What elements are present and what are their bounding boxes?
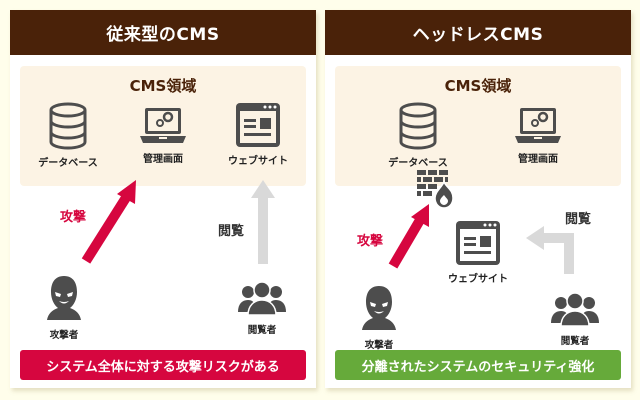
attacker: 攻撃者 [34,275,94,341]
risk-banner: システム全体に対する攻撃リスクがある [20,350,306,380]
admin-node: 管理画面 [118,106,208,165]
database-icon [49,102,87,150]
database-label: データベース [388,158,448,169]
cms-area-title: CMS領域 [444,77,512,95]
website-icon [236,103,280,147]
viewers-icon [238,282,286,316]
viewer: 閲覧者 [232,282,292,336]
viewer-label: 閲覧者 [247,325,277,336]
admin-label: 管理画面 [143,154,183,165]
viewer: 閲覧者 [545,293,605,347]
website-icon [456,221,500,265]
view-arrow [251,180,275,264]
attack-arrow [388,204,429,269]
database-icon [399,102,437,150]
database-node: データベース [23,102,113,169]
panel-title: ヘッドレスCMS [325,10,631,55]
website-node: ウェブサイト [213,102,303,167]
attack-label: 攻撃 [60,210,87,225]
database-label: データベース [38,158,98,169]
website-label: ウェブサイト [228,156,288,167]
attacker-icon [47,276,81,320]
security-banner: 分離されたシステムのセキュリティ強化 [335,350,621,380]
attack-arrow [81,180,136,264]
cms-area: CMS領域 データベース 管理画面 [20,66,306,186]
database-node: データベース [373,102,463,169]
attack-label: 攻撃 [357,234,384,249]
admin-laptop-icon [515,108,561,143]
attacker-label: 攻撃者 [364,340,394,351]
admin-laptop-icon [140,108,186,143]
website-label: ウェブサイト [448,274,508,285]
viewer-label: 閲覧者 [560,336,590,347]
panel-title: 従来型のCMS [10,10,316,55]
attacker-icon [362,286,396,330]
firewall-icon [417,170,454,209]
attacker-label: 攻撃者 [49,330,79,341]
viewers-icon [551,293,599,327]
view-arrow [526,226,574,274]
view-label: 閲覧 [218,224,245,239]
attacker: 攻撃者 [349,285,409,351]
cms-area: CMS領域 データベース 管理画面 [335,66,621,186]
admin-node: 管理画面 [493,106,583,165]
admin-label: 管理画面 [518,154,558,165]
headless-cms-panel: ヘッドレスCMS CMS領域 データベース [325,10,631,388]
cms-area-title: CMS領域 [129,77,197,95]
view-label: 閲覧 [565,212,592,227]
website-node: ウェブサイト [433,220,523,285]
traditional-cms-panel: 従来型のCMS CMS領域 データベース 管 [10,10,316,388]
